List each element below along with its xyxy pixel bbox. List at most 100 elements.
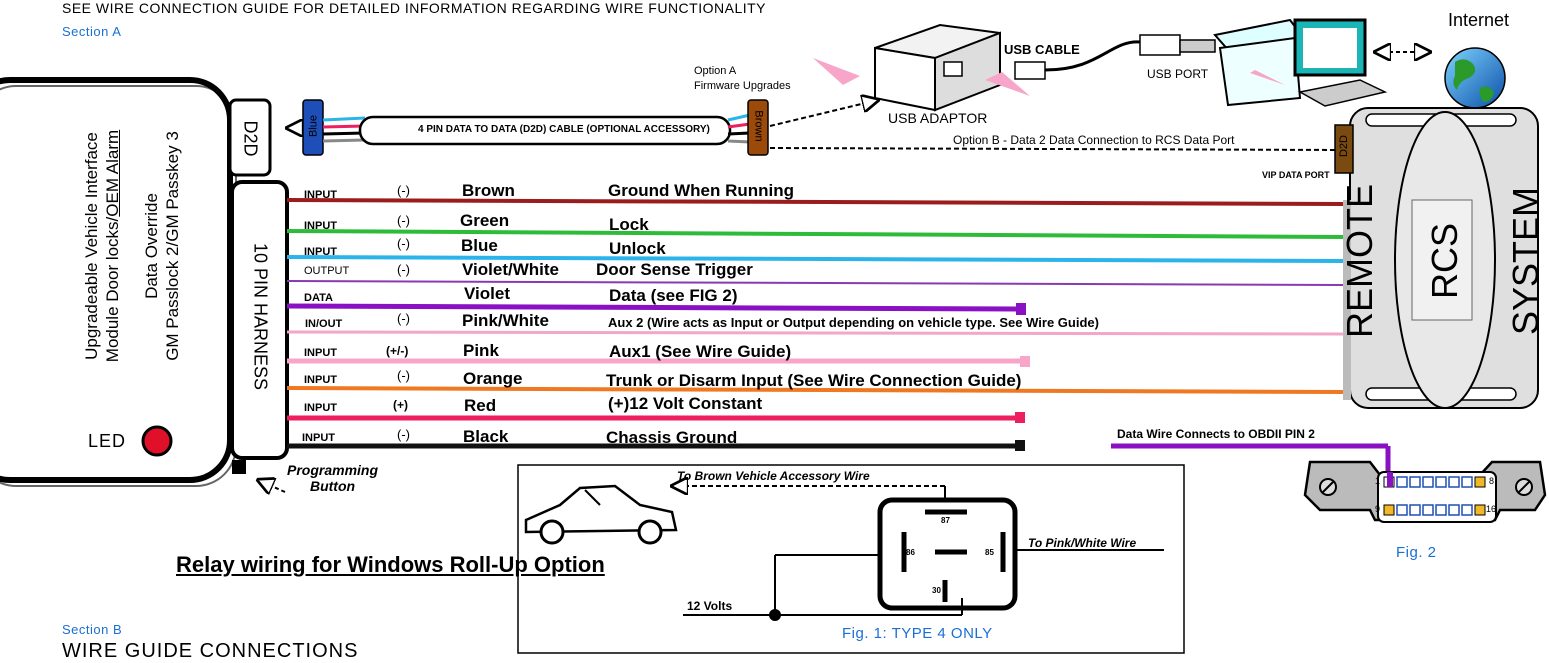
wire-function: Lock [609, 215, 649, 234]
wire-function: Aux1 (See Wire Guide) [609, 342, 792, 361]
module-sub-line1: Data Override [142, 193, 161, 299]
pink-arrow-in [813, 58, 860, 85]
wire-violet-white [286, 280, 1346, 286]
rcs-system-label: SYSTEM [1505, 186, 1546, 336]
relay-diagram [517, 464, 1185, 654]
wire-direction: INPUT [304, 246, 337, 258]
wire-polarity: (-) [397, 368, 410, 383]
d2d-cable-body [358, 115, 732, 146]
module-title: Upgradeable Vehicle Interface Module Doo… [81, 116, 123, 376]
rcs-d2d-port [1334, 124, 1354, 174]
wire-color: Brown [462, 181, 515, 200]
led-label: LED [88, 431, 127, 451]
led-indicator [141, 425, 173, 457]
obd-pin-1: 1 [1375, 476, 1381, 486]
d2d-plug-blue-label: Blue [307, 114, 320, 138]
obd-pin-9: 9 [1375, 504, 1381, 514]
usb-upgrade-path [813, 18, 1506, 112]
wire-function: Door Sense Trigger [596, 260, 753, 279]
wire-direction: INPUT [304, 374, 337, 386]
d2d-port-box [228, 98, 272, 177]
wire-direction: INPUT [304, 402, 337, 414]
vip-data-port-label: VIP DATA PORT [1262, 170, 1330, 180]
wire-direction: OUTPUT [304, 265, 350, 277]
harness-wires [286, 198, 1346, 451]
pink-arrow-out [985, 72, 1030, 96]
wire-polarity: (-) [397, 213, 410, 228]
wire-polarity: (-) [397, 236, 410, 251]
wire-polarity: (-) [397, 427, 410, 442]
section-b-label: Section B [62, 622, 123, 637]
car-icon [524, 484, 678, 545]
wire-direction: INPUT [304, 220, 337, 232]
wire-violet-end [1016, 303, 1026, 315]
harness-connector-box [230, 180, 289, 460]
wire-function: Trunk or Disarm Input (See Wire Connecti… [606, 371, 1022, 390]
wire-direction: INPUT [302, 432, 335, 444]
module-subtitle: Data Override GM Passlock 2/GM Passkey 3 [141, 116, 183, 376]
wire-color: Blue [461, 236, 498, 255]
rcs-module [1334, 107, 1539, 409]
fig2-caption: Fig. 2 [1396, 544, 1437, 561]
option-a-label: Option A Firmware Upgrades [694, 65, 791, 92]
wire-polarity: (-) [397, 262, 410, 277]
usb-a-plug [1179, 39, 1216, 53]
programming-button-nub [232, 460, 246, 474]
wire-direction: INPUT [304, 347, 337, 359]
usb-port-label: USB PORT [1147, 67, 1209, 81]
wire-polarity: (+/-) [386, 344, 409, 358]
wire-color: Violet/White [462, 260, 559, 279]
wire-pink-white [286, 330, 1346, 336]
wire-color: Pink [463, 341, 499, 360]
rcs-d2d-label: D2D [1338, 135, 1350, 158]
option-a-leader [769, 100, 878, 127]
usb-cable-line [1044, 40, 1141, 72]
internet-label: Internet [1448, 10, 1510, 30]
wire-green [286, 229, 1346, 239]
interface-module [0, 77, 289, 487]
relay-pin-30: 30 [932, 586, 941, 595]
wire-function: Ground When Running [608, 181, 795, 200]
programming-button-label: Programming Button [287, 462, 379, 494]
wire-orange [286, 386, 1346, 394]
module-title-line1: Upgradeable Vehicle Interface [82, 132, 101, 360]
relay-pin-87: 87 [941, 516, 950, 525]
keyboard [1297, 79, 1388, 107]
relay-12-volts: 12 Volts [687, 599, 733, 613]
rcs-rcs-label: RCS [1424, 223, 1465, 300]
wire-polarity: (+) [393, 398, 408, 412]
obd-pin-16: 16 [1486, 504, 1497, 514]
relay-to-pink-white: To Pink/White Wire [1028, 536, 1137, 550]
wire-color: Black [463, 427, 509, 446]
d2d-cable [287, 99, 1341, 156]
usb-adaptor-label: USB ADAPTOR [888, 110, 988, 126]
wire-function: Chassis Ground [606, 428, 738, 447]
option-b-leader [769, 147, 1341, 151]
wire-direction: DATA [304, 292, 333, 304]
wire-polarity: (-) [397, 183, 410, 198]
obd-connector [1111, 443, 1547, 523]
wire-color: Pink/White [462, 311, 549, 330]
d2d-plug-brown-label: Brown [752, 110, 765, 142]
wire-pink-end [1020, 356, 1030, 367]
section-a-label: Section A [62, 24, 122, 39]
obd-pins [1383, 472, 1486, 516]
obd-pin-8: 8 [1489, 476, 1495, 486]
wire-blue [286, 255, 1346, 263]
wire-color: Red [464, 396, 497, 415]
wire-direction: IN/OUT [305, 318, 343, 330]
relay-pin-86: 86 [906, 548, 915, 557]
wire-color: Violet [464, 284, 510, 303]
relay-pin-85: 85 [985, 548, 994, 557]
wire-polarity: (-) [397, 311, 410, 326]
wire-brown [286, 198, 1346, 206]
wire-color: Orange [463, 369, 523, 388]
obd-label: Data Wire Connects to OBDII PIN 2 [1117, 427, 1315, 441]
d2d-plug-blue [302, 99, 324, 156]
module-sub-line2: GM Passlock 2/GM Passkey 3 [163, 131, 182, 361]
module-title-line2: Module Door locks/OEM Alarm [103, 129, 122, 363]
internet-globe [1444, 47, 1506, 109]
wire-function: Aux 2 (Wire acts as Input or Output depe… [608, 315, 1099, 330]
guide-note: SEE WIRE CONNECTION GUIDE FOR DETAILED I… [62, 0, 767, 16]
d2d-port-label: D2D [240, 120, 261, 157]
